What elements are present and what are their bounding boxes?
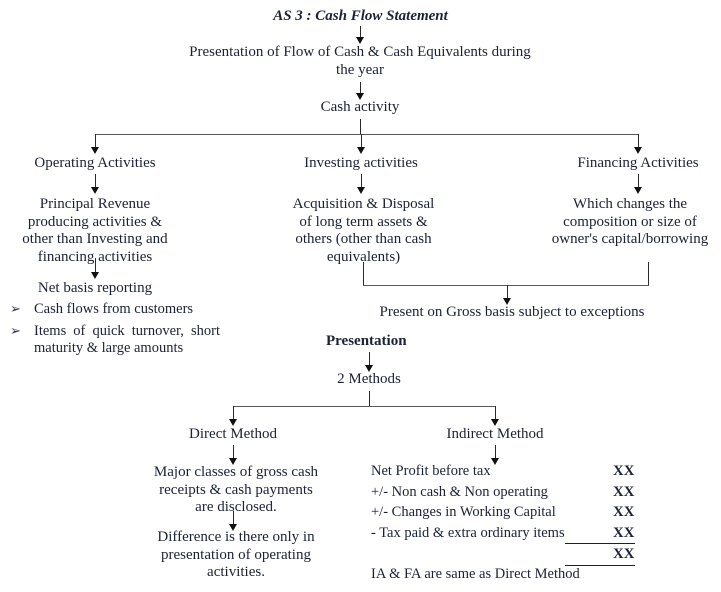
indirect-row-label: Net Profit before tax [371,463,491,479]
direct-method-block-one: Major classes of gross cash receipts & c… [153,464,319,516]
method-heading-indirect: Indirect Method [446,426,544,442]
arrow-operating-to-detail [91,174,99,194]
connector-branch-bus [95,134,639,135]
table-row: +/- Changes in Working Capital XX [371,502,635,523]
gross-basis-node: Present on Gross basis subject to except… [379,304,645,320]
page-title: AS 3 : Cash Flow Statement [273,8,448,24]
cash-activity-node: Cash activity [320,99,400,115]
method-heading-direct: Direct Method [189,426,277,442]
connector-methods-stem [369,391,370,406]
arrow-merge-to-gross-basis [503,285,511,305]
arrow-bus-to-investing [357,134,365,154]
bullet-arrow-icon: ➢ [10,301,21,316]
indirect-method-table-body: Net Profit before tax XX +/- Non cash & … [371,461,635,566]
indirect-row-amount: XX [564,522,635,544]
arrow-title-to-presentation [356,26,364,44]
list-item-label: Items of quick turnover, short maturity … [34,323,220,357]
arrow-indirect-to-table [491,445,499,465]
arrow-bus-to-financing [634,134,642,154]
indirect-row-amount: XX [613,504,635,520]
arrow-financing-to-detail [634,174,642,194]
indirect-total-amount: XX [564,543,635,566]
list-item: ➢ Items of quick turnover, short maturit… [10,323,220,358]
presentation-of-flow-text: Presentation of Flow of Cash & Cash Equi… [189,44,531,78]
branch-detail-operating: Principal Revenue producing activities &… [22,196,168,266]
list-item-label: Cash flows from customers [34,301,194,317]
bullet-arrow-icon: ➢ [10,323,21,338]
branch-heading-operating: Operating Activities [34,155,156,171]
connector-merge-bus [363,285,649,286]
table-row: Net Profit before tax XX [371,461,635,482]
indirect-row-label: +/- Changes in Working Capital [371,504,556,520]
connector-cash-activity-stem [360,119,361,134]
arrow-direct-block-one-to-two [229,511,237,531]
net-basis-reporting-node: Net basis reporting [37,280,153,296]
indirect-row-label [371,544,565,566]
table-row: - Tax paid & extra ordinary items XX [371,522,635,544]
branch-heading-investing: Investing activities [304,155,418,171]
table-row-total: XX [371,543,635,566]
connector-investing-merge-drop [363,262,364,285]
indirect-row-label: +/- Non cash & Non operating [371,483,548,500]
list-item: ➢ Cash flows from customers [10,301,225,318]
arrow-presentation-to-methods [365,352,373,372]
direct-method-block-two: Difference is there only in presentation… [157,529,315,581]
table-row: +/- Non cash & Non operating XX [371,482,635,503]
branch-detail-investing: Acquisition & Disposal of long term asse… [292,196,435,266]
arrow-direct-to-block-one [229,445,237,465]
indirect-method-footnote: IA & FA are same as Direct Method [371,566,580,582]
arrow-methods-to-direct [229,406,237,426]
connector-financing-merge-drop [648,262,649,285]
arrow-presentation-to-cash-activity [356,82,364,100]
methods-count-node: 2 Methods [337,371,401,387]
indirect-row-label: - Tax paid & extra ordinary items [371,525,565,541]
indirect-method-table: Net Profit before tax XX +/- Non cash & … [371,461,635,566]
indirect-row-amount: XX [613,463,635,479]
arrow-operating-detail-to-net-basis [91,258,99,280]
arrow-methods-to-indirect [491,406,499,426]
connector-methods-bus [233,406,495,407]
arrow-investing-to-detail [357,174,365,194]
branch-heading-financing: Financing Activities [577,155,699,171]
indirect-row-amount: XX [613,483,635,500]
branch-detail-financing: Which changes the composition or size of… [551,196,709,248]
arrow-bus-to-operating [91,134,99,154]
presentation-label: Presentation [326,333,407,349]
